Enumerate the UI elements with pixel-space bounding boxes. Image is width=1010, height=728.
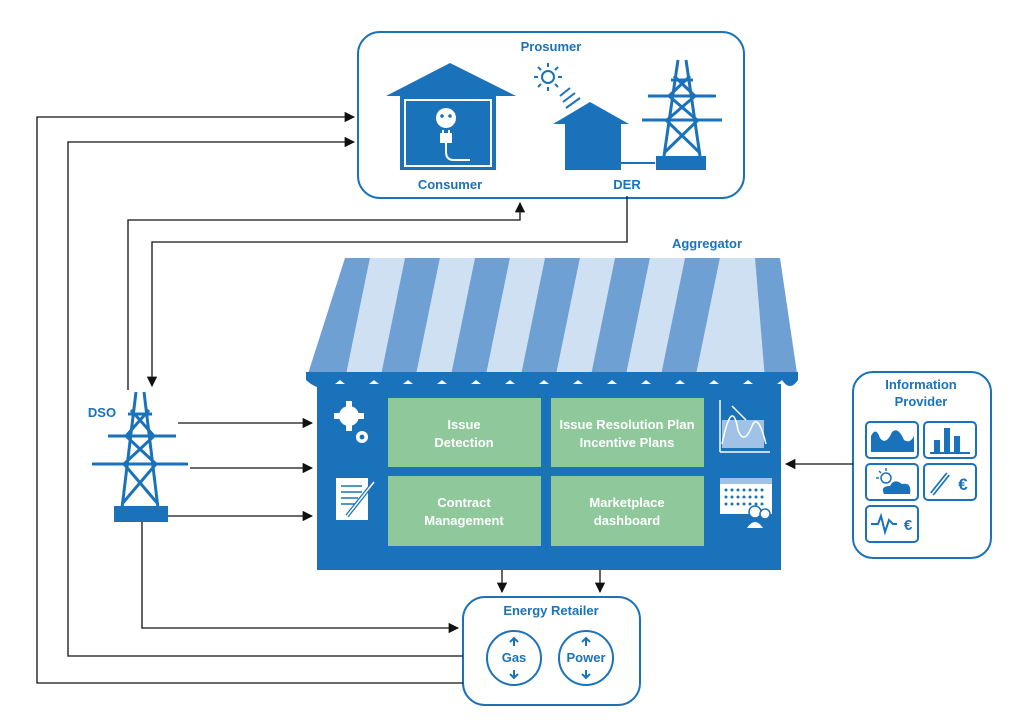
gas-down-arrow-icon xyxy=(509,670,519,680)
pencil-euro-icon: € xyxy=(923,463,977,501)
pencil-euro-symbol: € xyxy=(958,475,968,494)
arrow-retailer-to-prosumer-outer xyxy=(36,111,463,684)
area-chart-icon xyxy=(865,421,919,459)
weather-icon xyxy=(865,463,919,501)
plug-icon xyxy=(436,108,470,161)
sun-rays-icon xyxy=(559,87,581,109)
connectors xyxy=(36,111,853,684)
awning xyxy=(306,258,798,388)
issue-detection-line1: Issue xyxy=(447,417,480,432)
gas-label: Gas xyxy=(502,650,527,665)
contract-management-line1: Contract xyxy=(437,495,491,510)
arrow-der-to-dso xyxy=(146,196,628,388)
bar-chart-icon xyxy=(923,421,977,459)
issue-resolution-line1: Issue Resolution Plan xyxy=(559,417,694,432)
gas-indicator: Gas xyxy=(486,630,542,686)
gas-up-arrow-icon xyxy=(509,636,519,646)
arrow-retailer-to-prosumer-inner xyxy=(67,136,463,657)
power-indicator: Power xyxy=(558,630,614,686)
sun-icon xyxy=(534,63,562,91)
power-label: Power xyxy=(566,650,605,665)
der-label: DER xyxy=(613,177,641,192)
marketplace-cell: Marketplace dashboard xyxy=(551,476,704,546)
consumer-house-icon xyxy=(386,63,516,170)
contract-management-line2: Management xyxy=(424,513,504,528)
gears-icon xyxy=(334,401,368,443)
energy-retailer-title: Energy Retailer xyxy=(503,603,598,618)
information-provider-group: Information Provider € xyxy=(852,371,992,559)
prosumer-group: Prosumer Consumer xyxy=(357,31,745,199)
dso-label: DSO xyxy=(88,405,116,420)
aggregator-body xyxy=(317,384,781,570)
issue-detection-line2: Detection xyxy=(434,435,493,450)
power-up-arrow-icon xyxy=(581,636,591,646)
dashboard-calendar-icon xyxy=(720,478,772,528)
information-provider-title-line1: Information xyxy=(885,377,957,392)
aggregator-title: Aggregator xyxy=(672,236,742,251)
information-provider-title-line2: Provider xyxy=(895,394,948,409)
der-house-icon xyxy=(553,102,655,170)
dso-group: DSO xyxy=(88,391,188,522)
chart-graph-icon xyxy=(719,400,770,453)
energy-retailer-group: Energy Retailer Gas Power xyxy=(462,596,641,706)
contract-management-cell: Contract Management xyxy=(388,476,541,546)
prosumer-title: Prosumer xyxy=(521,39,582,54)
issue-resolution-cell: Issue Resolution Plan Incentive Plans xyxy=(551,398,704,467)
aggregator-group: Aggregator xyxy=(306,236,798,570)
pulse-euro-icon: € xyxy=(865,505,919,543)
arrow-dso-to-retailer xyxy=(141,522,460,634)
power-pylon-icon xyxy=(642,59,722,170)
consumer-label: Consumer xyxy=(418,177,482,192)
document-pen-icon xyxy=(336,478,376,520)
dso-pylon-icon xyxy=(92,391,188,522)
issue-detection-cell: Issue Detection xyxy=(388,398,541,467)
power-down-arrow-icon xyxy=(581,670,591,680)
arrow-dso-to-prosumer xyxy=(127,201,526,390)
issue-resolution-line2: Incentive Plans xyxy=(580,435,675,450)
marketplace-line1: Marketplace xyxy=(589,495,664,510)
marketplace-line2: dashboard xyxy=(594,513,661,528)
pulse-euro-symbol: € xyxy=(904,517,913,534)
